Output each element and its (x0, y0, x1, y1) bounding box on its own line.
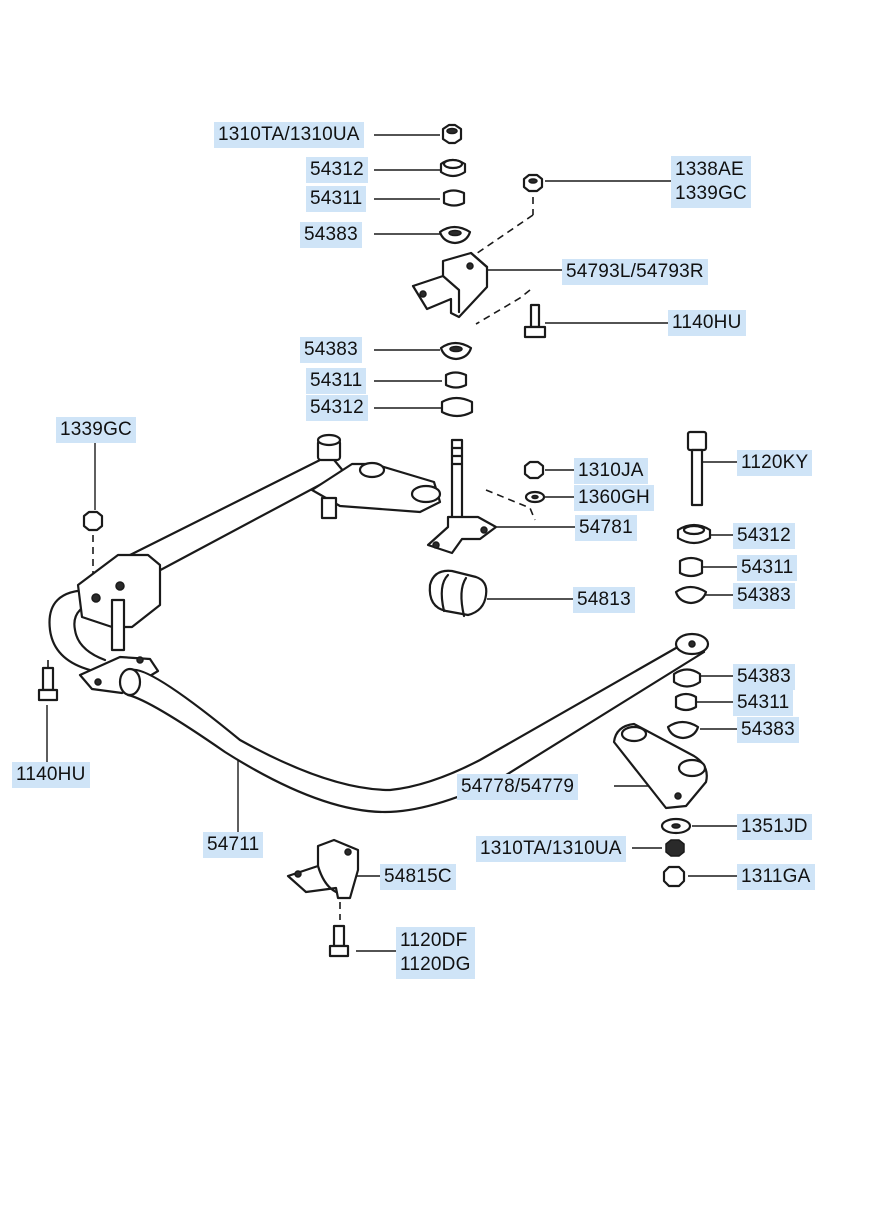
bolts (37, 510, 350, 958)
label-1140hu-left[interactable]: 1140HU (12, 762, 90, 788)
label-1360gh[interactable]: 1360GH (574, 485, 654, 511)
label-54778-54779[interactable]: 54778/54779 (457, 774, 579, 800)
label-54383-b[interactable]: 54383 (300, 337, 362, 363)
link-rod (426, 438, 546, 555)
label-1311ga[interactable]: 1311GA (737, 864, 815, 890)
label-54383-e[interactable]: 54383 (737, 717, 799, 743)
label-54815c[interactable]: 54815C (380, 864, 456, 890)
label-54312-c[interactable]: 54312 (733, 523, 795, 549)
stabilizer-bar (48, 453, 710, 814)
upper-bracket (411, 173, 547, 339)
label-54781[interactable]: 54781 (575, 515, 637, 541)
label-54711[interactable]: 54711 (203, 832, 264, 858)
label-54312-b[interactable]: 54312 (306, 395, 368, 421)
label-1120df-1120dg[interactable]: 1120DF 1120DG (396, 927, 475, 979)
label-1140hu-right[interactable]: 1140HU (668, 310, 746, 336)
label-1351jd[interactable]: 1351JD (737, 814, 812, 840)
label-1310ja[interactable]: 1310JA (574, 458, 648, 484)
label-1120df: 1120DF (400, 930, 468, 951)
upper-link-plate (310, 433, 442, 520)
label-1339gc-left[interactable]: 1339GC (56, 417, 136, 443)
label-54312-a[interactable]: 54312 (306, 157, 368, 183)
label-54311-c[interactable]: 54311 (737, 555, 798, 581)
label-1120ky[interactable]: 1120KY (737, 450, 813, 476)
label-54311-d[interactable]: 54311 (733, 690, 794, 716)
label-1120dg: 1120DG (400, 954, 471, 975)
lower-bracket (286, 838, 360, 900)
label-1310ta-top[interactable]: 1310TA/1310UA (214, 122, 364, 148)
link-plate-54778 (612, 722, 708, 810)
leader-lines (46, 134, 737, 952)
lower-right-stack (660, 668, 702, 888)
label-1339gc-right: 1339GC (675, 183, 747, 204)
label-1338ae: 1338AE (675, 159, 744, 180)
label-1310ta-bottom[interactable]: 1310TA/1310UA (476, 836, 626, 862)
label-54793[interactable]: 54793L/54793R (562, 259, 708, 285)
label-1338ae-1339gc[interactable]: 1338AE 1339GC (671, 156, 751, 208)
label-54311-b[interactable]: 54311 (306, 368, 367, 394)
label-54383-c[interactable]: 54383 (733, 583, 795, 609)
label-54383-d[interactable]: 54383 (733, 664, 795, 690)
large-bushing (428, 569, 488, 618)
label-54383-a[interactable]: 54383 (300, 222, 362, 248)
label-54311-a[interactable]: 54311 (306, 186, 367, 212)
right-bolt-stack (674, 430, 712, 605)
top-bushing-stack (438, 123, 472, 245)
middle-bushing-stack (439, 341, 474, 418)
label-54813[interactable]: 54813 (573, 587, 635, 613)
